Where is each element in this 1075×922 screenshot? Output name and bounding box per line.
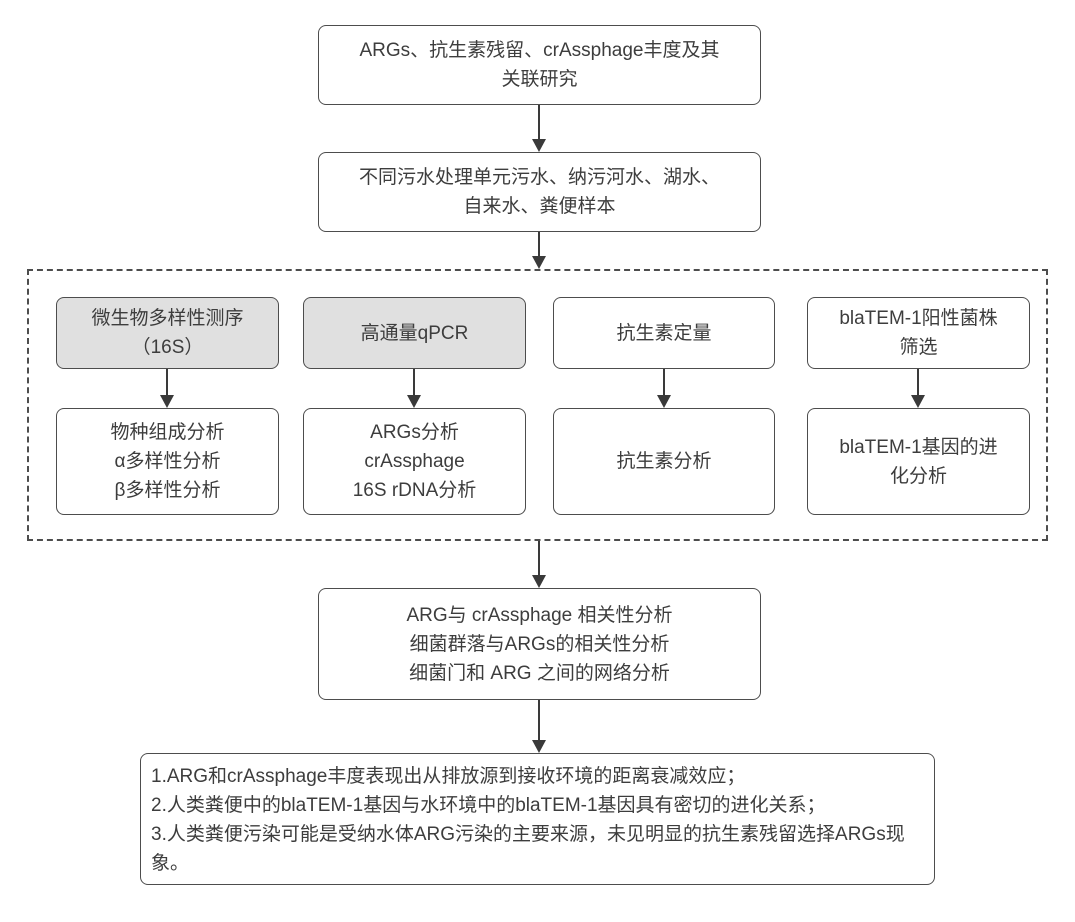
arrow-head-icon [407, 395, 421, 408]
title-box-text: ARGs、抗生素残留、crAssphage丰度及其 关联研究 [359, 40, 720, 90]
title-box: ARGs、抗生素残留、crAssphage丰度及其 关联研究 [318, 25, 761, 105]
samples-box: 不同污水处理单元污水、纳污河水、湖水、 自来水、粪便样本 [318, 152, 761, 232]
arrow-head-icon [657, 395, 671, 408]
arrow-correlation-to-conclusion [532, 700, 546, 753]
method-box-qpcr: 高通量qPCR [303, 297, 526, 369]
analysis-box-species-diversity: 物种组成分析 α多样性分析 β多样性分析 [56, 408, 279, 515]
conclusion-box-text: 1.ARG和crAssphage丰度表现出从排放源到接收环境的距离衰减效应； 2… [151, 766, 905, 874]
method-box-text: 抗生素定量 [616, 322, 712, 344]
samples-box-text: 不同污水处理单元污水、纳污河水、湖水、 自来水、粪便样本 [358, 167, 720, 217]
arrow-shaft [413, 369, 415, 395]
analysis-box-args-crassphage: ARGs分析 crAssphage 16S rDNA分析 [303, 408, 526, 515]
conclusion-box: 1.ARG和crAssphage丰度表现出从排放源到接收环境的距离衰减效应； 2… [140, 753, 935, 885]
arrow-head-icon [532, 256, 546, 269]
analysis-box-text: blaTEM-1基因的进 化分析 [839, 436, 998, 487]
arrow-head-icon [532, 139, 546, 152]
method-box-blatem1-screening: blaTEM-1阳性菌株 筛选 [807, 297, 1030, 369]
arrow-head-icon [160, 395, 174, 408]
method-box-text: 高通量qPCR [360, 322, 469, 344]
arrow-shaft [538, 700, 540, 740]
arrow-method1-to-analysis1 [407, 369, 421, 408]
methods-dashed-container [27, 269, 1048, 541]
analysis-box-antibiotic: 抗生素分析 [553, 408, 775, 515]
arrow-shaft [538, 232, 540, 256]
arrow-samples-to-methods [532, 232, 546, 269]
arrow-head-icon [532, 740, 546, 753]
arrow-methods-to-correlation [532, 541, 546, 588]
arrow-method2-to-analysis2 [657, 369, 671, 408]
method-box-microbial-diversity: 微生物多样性测序 （16S） [56, 297, 279, 369]
analysis-box-blatem1-evolution: blaTEM-1基因的进 化分析 [807, 408, 1030, 515]
arrow-method3-to-analysis3 [911, 369, 925, 408]
arrow-shaft [538, 105, 540, 139]
arrow-shaft [538, 541, 540, 575]
method-box-text: blaTEM-1阳性菌株 筛选 [839, 308, 998, 358]
correlation-box-text: ARG与 crAssphage 相关性分析 细菌群落与ARGs的相关性分析 细菌… [406, 604, 673, 684]
analysis-box-text: 物种组成分析 α多样性分析 β多样性分析 [110, 422, 225, 501]
arrow-head-icon [532, 575, 546, 588]
arrow-head-icon [911, 395, 925, 408]
arrow-shaft [166, 369, 168, 395]
correlation-box: ARG与 crAssphage 相关性分析 细菌群落与ARGs的相关性分析 细菌… [318, 588, 761, 700]
arrow-method0-to-analysis0 [160, 369, 174, 408]
method-box-antibiotic-quantification: 抗生素定量 [553, 297, 775, 369]
analysis-box-text: ARGs分析 crAssphage 16S rDNA分析 [352, 422, 477, 501]
method-box-text: 微生物多样性测序 （16S） [91, 308, 244, 358]
arrow-shaft [917, 369, 919, 395]
analysis-box-text: 抗生素分析 [616, 451, 712, 472]
arrow-title-to-samples [532, 105, 546, 152]
arrow-shaft [663, 369, 665, 395]
